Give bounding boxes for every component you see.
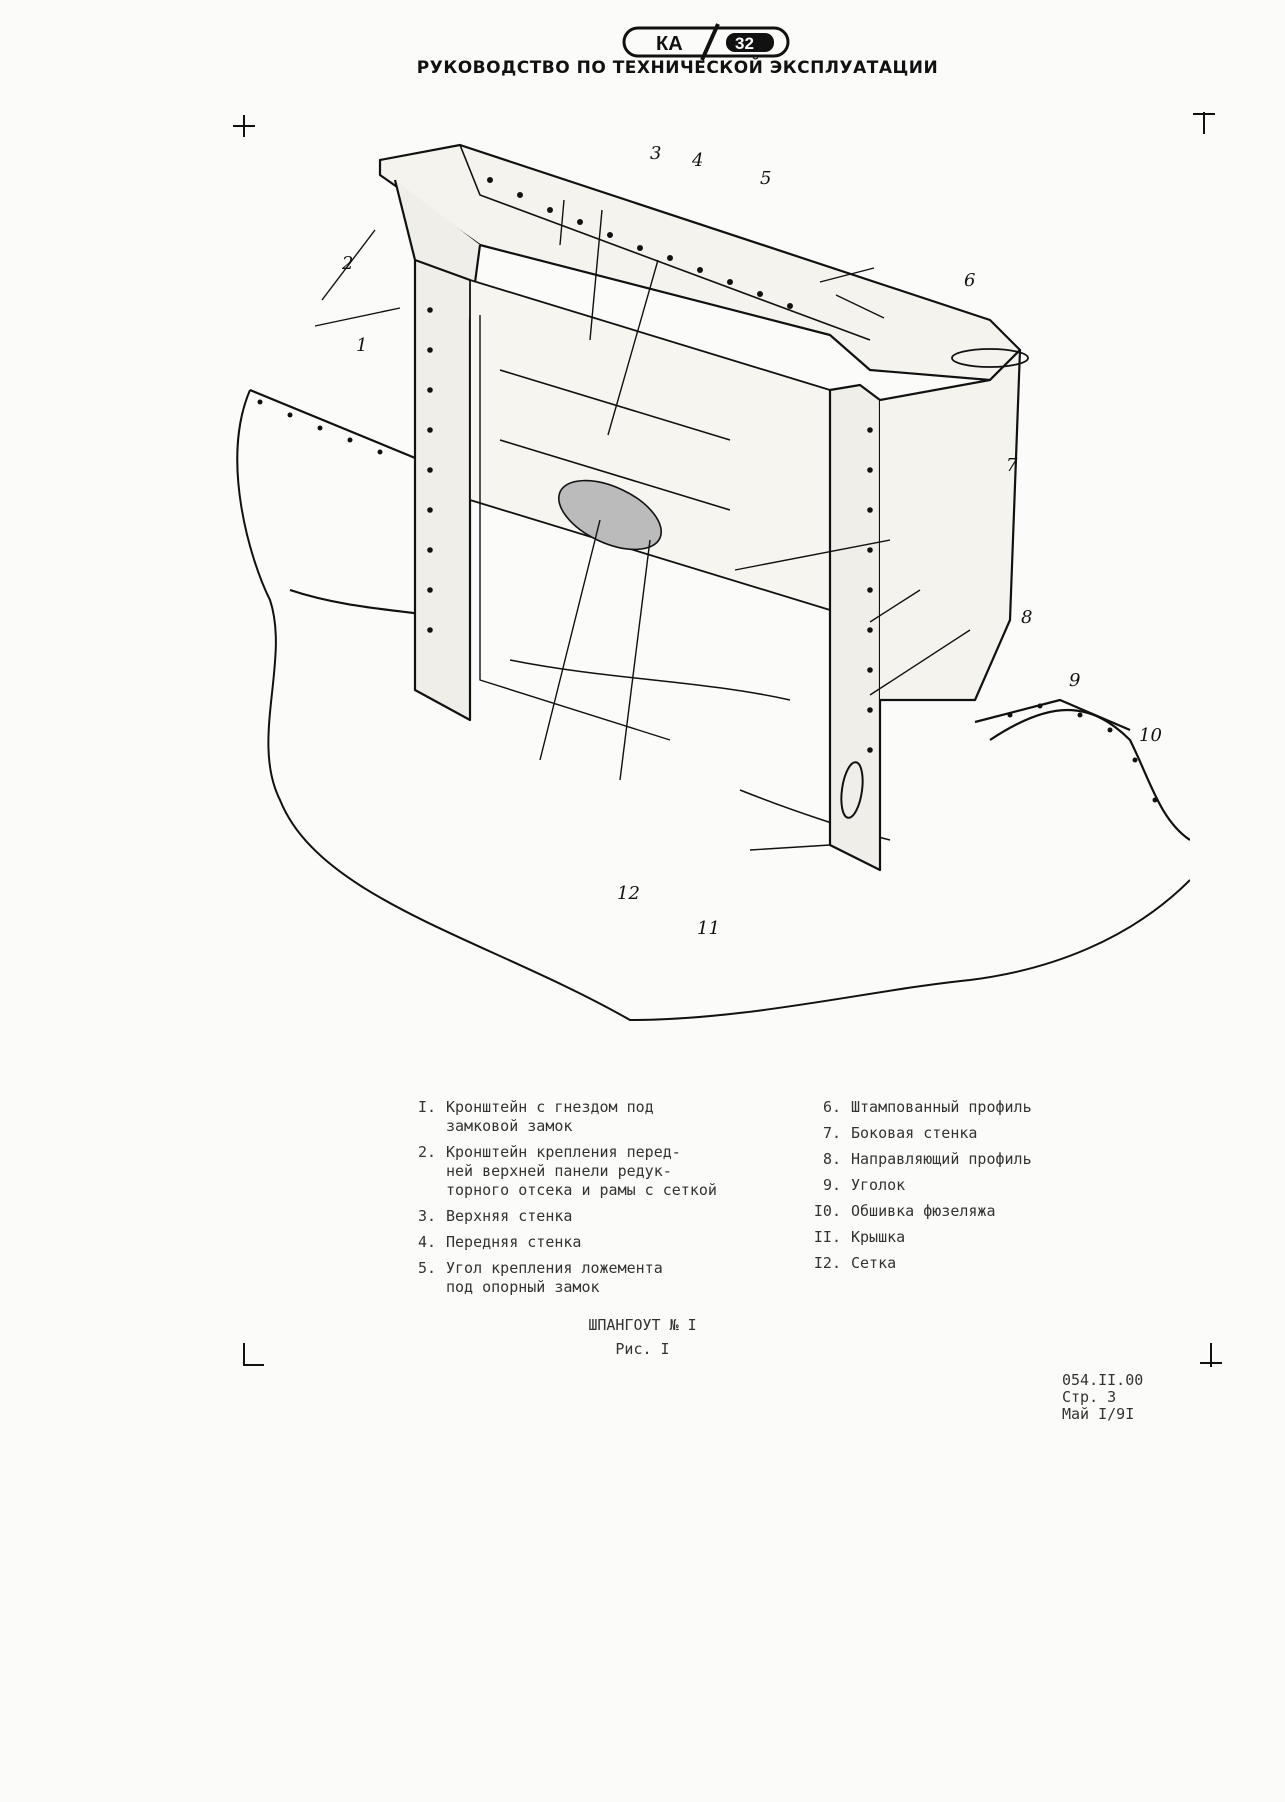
logo-32-text: 32 bbox=[735, 34, 754, 53]
legend-text: Сетка bbox=[851, 1254, 897, 1272]
legend-text: Боковая стенка bbox=[851, 1124, 978, 1142]
legend-item: 7. Боковая стенка bbox=[795, 1124, 1095, 1143]
legend-text: Передняя стенка bbox=[446, 1233, 582, 1251]
callout-4: 4 bbox=[692, 150, 704, 171]
figure-caption: ШПАНГОУТ № I bbox=[588, 1316, 697, 1334]
registration-mark-bottom-right bbox=[1200, 1343, 1222, 1367]
page-number: Стр. 3 bbox=[1062, 1388, 1117, 1406]
legend-item: 8. Направляющий профиль bbox=[795, 1150, 1095, 1169]
callout-10: 10 bbox=[1139, 725, 1162, 746]
legend-item: I. Кронштейн с гнездом под замковой замок bbox=[390, 1098, 790, 1136]
legend-text: Верхняя стенка bbox=[446, 1207, 573, 1225]
legend-item: 9. Уголок bbox=[795, 1176, 1095, 1195]
legend-number: 2. bbox=[417, 1143, 436, 1161]
legend-number: I. bbox=[417, 1098, 436, 1116]
legend-item: II. Крышка bbox=[795, 1228, 1095, 1247]
legend-left-column: I. Кронштейн с гнездом под замковой замок… bbox=[390, 1098, 790, 1304]
legend-item: 2. Кронштейн крепления перед- ней верхней… bbox=[390, 1143, 790, 1200]
callout-9: 9 bbox=[1069, 670, 1081, 691]
legend-text: Кронштейн крепления перед- ней верхней п… bbox=[446, 1143, 717, 1199]
callout-7: 7 bbox=[1006, 455, 1018, 476]
legend-text: Обшивка фюзеляжа bbox=[851, 1202, 996, 1220]
callout-3: 3 bbox=[650, 143, 662, 164]
legend-right-column: 6.Штампованный профиль 7.Боковая стенка … bbox=[795, 1098, 1095, 1280]
callout-2: 2 bbox=[342, 253, 354, 274]
legend-item: 4. Передняя стенка bbox=[390, 1233, 790, 1252]
revision-date: Май I/9I bbox=[1062, 1405, 1135, 1423]
legend-number: 4. bbox=[417, 1233, 436, 1251]
legend-number: 3. bbox=[417, 1207, 436, 1225]
logo-ka-text: КА bbox=[656, 33, 683, 55]
legend-text: Крышка bbox=[851, 1228, 906, 1246]
legend-number: 5. bbox=[417, 1259, 436, 1277]
legend-text: Угол крепления ложемента под опорный зам… bbox=[446, 1259, 663, 1296]
legend-number: 7. bbox=[822, 1124, 841, 1142]
legend-item: 5. Угол крепления ложемента под опорный з… bbox=[390, 1259, 790, 1297]
document-reference: 054.II.00 Стр. 3 Май I/9I bbox=[1062, 1372, 1143, 1423]
legend-number: I2. bbox=[813, 1254, 841, 1272]
callout-8: 8 bbox=[1021, 607, 1033, 628]
legend-number: 6. bbox=[822, 1098, 841, 1116]
figure-number: Рис. I bbox=[615, 1340, 670, 1358]
callout-11: 11 bbox=[697, 918, 720, 939]
legend-text: Уголок bbox=[851, 1176, 906, 1194]
callout-5: 5 bbox=[760, 168, 772, 189]
legend-number: II. bbox=[813, 1228, 841, 1246]
legend-text: Штампованный профиль bbox=[851, 1098, 1032, 1116]
ka-32-logo: КА 32 bbox=[622, 23, 790, 61]
callout-12: 12 bbox=[617, 883, 640, 904]
legend-item: I0. Обшивка фюзеляжа bbox=[795, 1202, 1095, 1221]
legend-number: 9. bbox=[822, 1176, 841, 1194]
legend-item: I2. Сетка bbox=[795, 1254, 1095, 1273]
callout-6: 6 bbox=[964, 270, 976, 291]
legend-item: 3. Верхняя стенка bbox=[390, 1207, 790, 1226]
document-title: РУКОВОДСТВО ПО ТЕХНИЧЕСКОЙ ЭКСПЛУАТАЦИИ bbox=[416, 58, 939, 78]
frame-technical-drawing bbox=[236, 143, 1190, 1021]
legend-number: 8. bbox=[822, 1150, 841, 1168]
legend-item: 6. Штампованный профиль bbox=[795, 1098, 1095, 1117]
document-code: 054.II.00 bbox=[1062, 1371, 1144, 1389]
callout-1: 1 bbox=[356, 335, 368, 356]
legend-text: Кронштейн с гнездом под замковой замок bbox=[446, 1098, 654, 1135]
registration-mark-top-right bbox=[1193, 112, 1215, 134]
registration-mark-bottom-left bbox=[243, 1343, 264, 1366]
legend-number: I0. bbox=[813, 1202, 841, 1220]
registration-mark-top-left bbox=[233, 115, 255, 137]
legend-text: Направляющий профиль bbox=[851, 1150, 1032, 1168]
